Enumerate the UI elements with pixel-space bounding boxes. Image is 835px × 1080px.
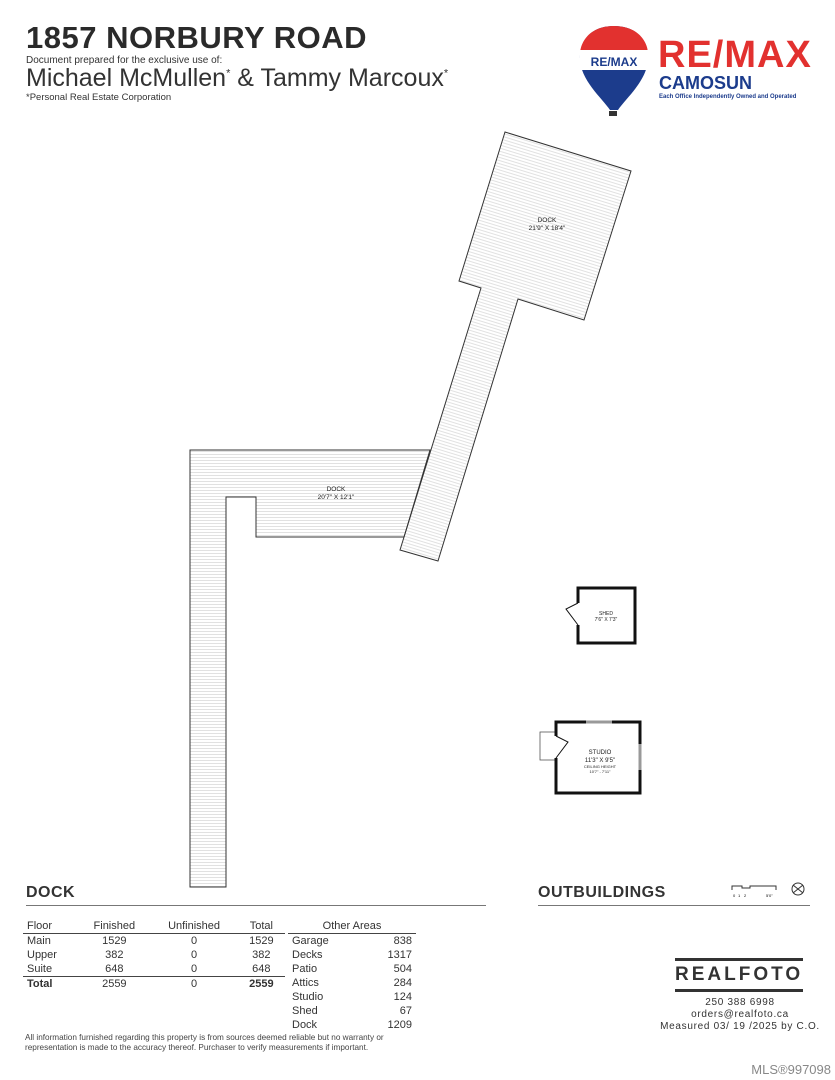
measured-note: Measured 03/ 19 /2025 by C.O.: [660, 1021, 820, 1032]
svg-text:10'7" - 7'11": 10'7" - 7'11": [590, 769, 612, 774]
svg-text:DOCK: DOCK: [538, 217, 557, 224]
agent-1: Michael McMullen: [26, 64, 227, 92]
svg-text:DOCK: DOCK: [327, 486, 346, 493]
svg-text:2: 2: [744, 893, 747, 898]
dock-lower: DOCK 20'7" X 12'1": [189, 449, 431, 888]
office-name: CAMOSUN: [659, 73, 752, 93]
remax-balloon-logo: RE/MAX: [580, 26, 648, 116]
section-title-outbuildings: OUTBUILDINGS: [538, 884, 666, 901]
svg-text:11'3" X 9'5": 11'3" X 9'5": [585, 758, 615, 764]
svg-text:20'7" X 12'1": 20'7" X 12'1": [318, 494, 355, 501]
email: orders@realfoto.ca: [691, 1009, 789, 1020]
divider: [26, 905, 486, 906]
mls-number: MLS®997098: [751, 1062, 831, 1077]
svg-text:SHED: SHED: [599, 611, 613, 617]
phone: 250 388 6998: [705, 997, 775, 1008]
agent-names: Michael McMullen* & Tammy Marcoux*: [26, 64, 448, 93]
studio: STUDIO 11'3" X 9'5" CEILING HEIGHT 10'7"…: [539, 720, 642, 795]
shed: SHED 7'6" X 7'3": [565, 586, 637, 645]
svg-text:21'9" X 18'4": 21'9" X 18'4": [529, 225, 566, 232]
svg-text:7'6" X 7'3": 7'6" X 7'3": [595, 617, 618, 623]
section-title-dock: DOCK: [26, 884, 76, 901]
agent-2: Tammy Marcoux: [260, 64, 444, 92]
corporation-note: *Personal Real Estate Corporation: [26, 92, 172, 103]
svg-text:1: 1: [738, 893, 741, 898]
agent-mark: *: [226, 67, 231, 80]
prepared-for-label: Document prepared for the exclusive use …: [26, 55, 223, 66]
contact-info: 250 388 6998 orders@realfoto.ca Measured…: [645, 997, 835, 1033]
realfoto-logo: REALFOTO: [675, 958, 803, 992]
svg-text:0: 0: [733, 893, 736, 898]
svg-text:RE/MAX: RE/MAX: [591, 55, 638, 69]
svg-text:5'0": 5'0": [766, 893, 773, 898]
svg-text:STUDIO: STUDIO: [589, 750, 612, 756]
remax-wordmark: RE/MAX: [658, 34, 812, 76]
divider: [538, 905, 810, 906]
connector: &: [237, 64, 254, 92]
north-arrow-icon: [791, 882, 805, 896]
property-address: 1857 NORBURY ROAD: [26, 20, 367, 55]
disclaimer: All information furnished regarding this…: [25, 1033, 384, 1052]
dock-upper: DOCK 21'9" X 18'4": [399, 131, 632, 562]
brand-tagline: Each Office Independently Owned and Oper…: [659, 94, 797, 100]
agent-mark: *: [443, 67, 449, 80]
svg-text:CEILING HEIGHT: CEILING HEIGHT: [584, 764, 617, 769]
floor-plan-drawing: DOCK 21'9" X 18'4" DOCK 20'7" X 12'1" SH…: [189, 131, 805, 898]
scale-bar: 0 1 2 5'0": [731, 885, 777, 898]
